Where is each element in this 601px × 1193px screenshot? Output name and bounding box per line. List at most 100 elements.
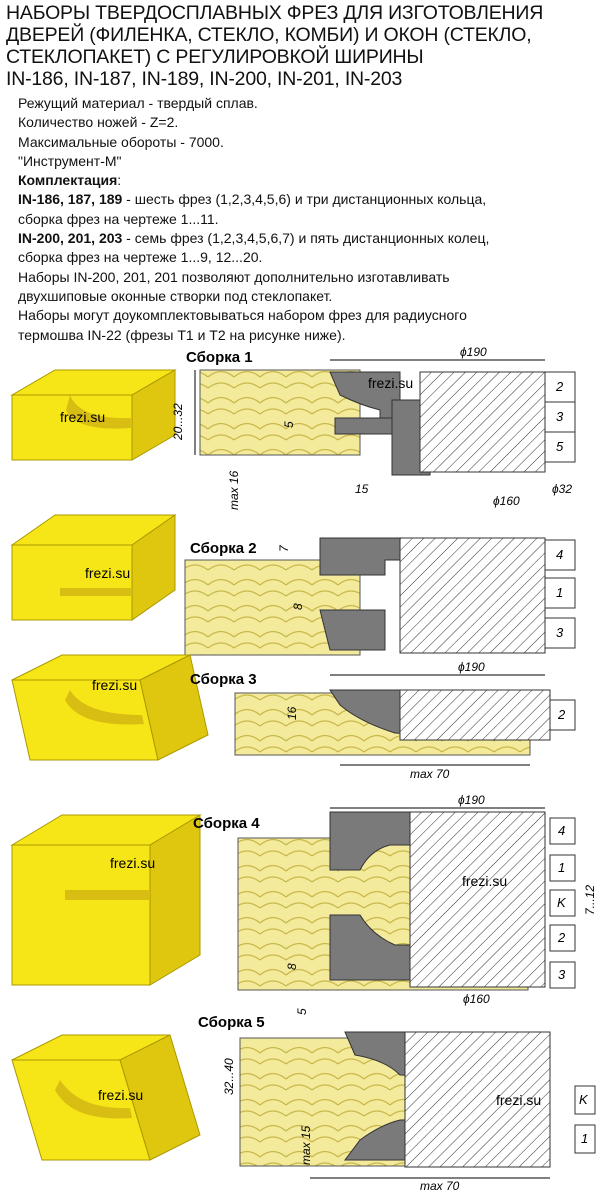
assembly-1-label: Сборка 1 xyxy=(186,349,253,366)
assembly-4-label: Сборка 4 xyxy=(193,815,260,832)
title-line-2: ДВЕРЕЙ (ФИЛЕНКА, СТЕКЛО, КОМБИ) И ОКОН (… xyxy=(6,24,532,46)
watermark: frezi.su xyxy=(60,409,105,425)
profile-block-3 xyxy=(11,654,209,761)
assembly-4: frezi.su Сборка 4 4 1 K 2 3 frezi.su ϕ19… xyxy=(10,793,597,1015)
kit-a-2: сборка фрез на чертеже 1...11. xyxy=(18,210,219,227)
kit-b-models: IN-200, 201, 203 xyxy=(18,230,123,247)
cutter-number: 5 xyxy=(556,439,564,454)
cutter-box xyxy=(544,539,576,571)
spec-maker: "Инструмент-М" xyxy=(18,152,122,169)
kit-a: IN-186, 187, 189 - шесть фрез (1,2,3,4,5… xyxy=(18,190,593,209)
assembly-3-label: Сборка 3 xyxy=(190,671,257,688)
spec-rpm: Максимальные обороты - 7000. xyxy=(18,133,224,150)
cutter-box xyxy=(544,617,576,649)
cutter-hatched xyxy=(399,689,551,741)
cutter-number: 3 xyxy=(558,967,566,982)
dimension-label: 15 xyxy=(355,482,369,496)
cutter-number: 2 xyxy=(557,707,566,722)
cutter-number: K xyxy=(557,895,567,910)
dimension-label: max 15 xyxy=(299,1125,313,1165)
dimension-label: ϕ160 xyxy=(463,992,490,1006)
cutter-number: 4 xyxy=(558,823,565,838)
dimension-label: 8 xyxy=(285,963,299,970)
kit-note-3: Наборы могут доукомплектовываться наборо… xyxy=(18,307,467,324)
dimension-label: 16 xyxy=(285,706,299,720)
cutter-box xyxy=(549,961,576,989)
cutter-box xyxy=(549,924,576,952)
cutter-box xyxy=(544,577,576,609)
cutter-number: 1 xyxy=(556,585,563,600)
kit-heading: Комплектация: xyxy=(18,171,593,190)
cutter-box xyxy=(549,889,576,917)
dimension-label: max 16 xyxy=(227,470,241,510)
dimension-label: ϕ160 xyxy=(493,494,520,508)
profile-block-5 xyxy=(11,1034,201,1161)
watermark: frezi.su xyxy=(462,873,507,889)
cutter-hatched xyxy=(404,1031,551,1168)
cutter-profile xyxy=(329,811,411,871)
cutter-box xyxy=(549,854,576,882)
dimension-label: max 70 xyxy=(420,1179,460,1193)
profile-block-1 xyxy=(10,369,177,461)
dimension-label: 7...12 xyxy=(583,885,597,915)
dimension-label: ϕ190 xyxy=(460,345,487,359)
assembly-2: frezi.su Сборка 2 4 1 3 7 8 xyxy=(10,514,576,656)
kit-a-models: IN-186, 187, 189 xyxy=(18,191,123,208)
kit-note-1: Наборы IN-200, 201, 201 позволяют дополн… xyxy=(18,268,450,285)
spec-material: Режущий материал - твердый сплав. xyxy=(18,95,258,111)
assembly-5: frezi.su Сборка 5 K 1 frezi.su 32...40 m… xyxy=(11,1014,596,1193)
cutter-number: 1 xyxy=(558,860,565,875)
watermark: frezi.su xyxy=(368,375,413,391)
watermark: frezi.su xyxy=(496,1092,541,1108)
cutter-number: 4 xyxy=(556,547,563,562)
kit-b: IN-200, 201, 203 - семь фрез (1,2,3,4,5,… xyxy=(18,229,593,248)
title-line-1: НАБОРЫ ТВЕРДОСПЛАВНЫХ ФРЕЗ ДЛЯ ИЗГОТОВЛЕ… xyxy=(6,2,544,24)
cutter-number: 1 xyxy=(581,1131,588,1146)
workpiece xyxy=(199,369,361,456)
cutter-profile xyxy=(319,537,401,576)
title-line-3: СТЕКЛОПАКЕТ) С РЕГУЛИРОВКОЙ ШИРИНЫ xyxy=(6,46,424,68)
page-title: НАБОРЫ ТВЕРДОСПЛАВНЫХ ФРЕЗ ДЛЯ ИЗГОТОВЛЕ… xyxy=(6,2,596,90)
dimension-label: ϕ190 xyxy=(458,660,485,674)
assembly-1: frezi.su Сборка 1 2 3 5 ϕ190 20...32 5 m… xyxy=(10,345,576,510)
kit-a-text: - шесть фрез (1,2,3,4,5,6) и три дистанц… xyxy=(122,191,487,208)
cutter-number: 2 xyxy=(555,379,564,394)
assembly-3: frezi.su Сборка 3 2 ϕ190 16 max 70 xyxy=(11,654,576,781)
dimension-label: ϕ190 xyxy=(458,793,485,807)
dimension-label: 5 xyxy=(295,1008,309,1015)
dimension-label: ϕ32 xyxy=(552,482,572,496)
cutter-profile xyxy=(334,417,396,435)
cutter-number: K xyxy=(579,1092,589,1107)
watermark: frezi.su xyxy=(92,677,137,693)
kit-note-2: двухшиповые оконные створки под стеклопа… xyxy=(18,287,333,304)
cutter-hatched xyxy=(419,371,546,473)
cutter-box xyxy=(544,371,576,403)
cutter-number: 3 xyxy=(556,409,564,424)
watermark: frezi.su xyxy=(110,855,155,871)
assembly-2-label: Сборка 2 xyxy=(190,540,257,557)
watermark: frezi.su xyxy=(85,565,130,581)
cutter-hatched xyxy=(399,537,546,654)
profile-block-2 xyxy=(10,514,177,621)
cutter-box xyxy=(544,431,576,463)
dimension-label: 5 xyxy=(282,421,296,428)
cutter-box xyxy=(574,1124,596,1154)
profile-block-4 xyxy=(10,814,202,986)
dimension-label: 7 xyxy=(277,544,291,552)
kit-b-text: - семь фрез (1,2,3,4,5,6,7) и пять диста… xyxy=(122,230,490,247)
kit-b-2: сборка фрез на чертеже 1...9, 12...20. xyxy=(18,249,263,266)
spec-knives: Количество ножей - Z=2. xyxy=(18,114,179,131)
title-line-4: IN-186, IN-187, IN-189, IN-200, IN-201, … xyxy=(6,68,403,90)
kit-heading-label: Комплектация xyxy=(18,172,118,189)
cutter-box xyxy=(549,817,576,845)
cutter-number: 2 xyxy=(557,930,566,945)
dimension-label: 8 xyxy=(291,603,305,610)
cutter-hatched xyxy=(409,811,546,988)
cutter-box xyxy=(574,1085,596,1115)
dimension-label: max 70 xyxy=(410,767,450,781)
dimension-label: 32...40 xyxy=(222,1058,236,1095)
cutter-number: 3 xyxy=(556,625,564,640)
cutter-profile xyxy=(319,609,386,651)
watermark: frezi.su xyxy=(98,1087,143,1103)
